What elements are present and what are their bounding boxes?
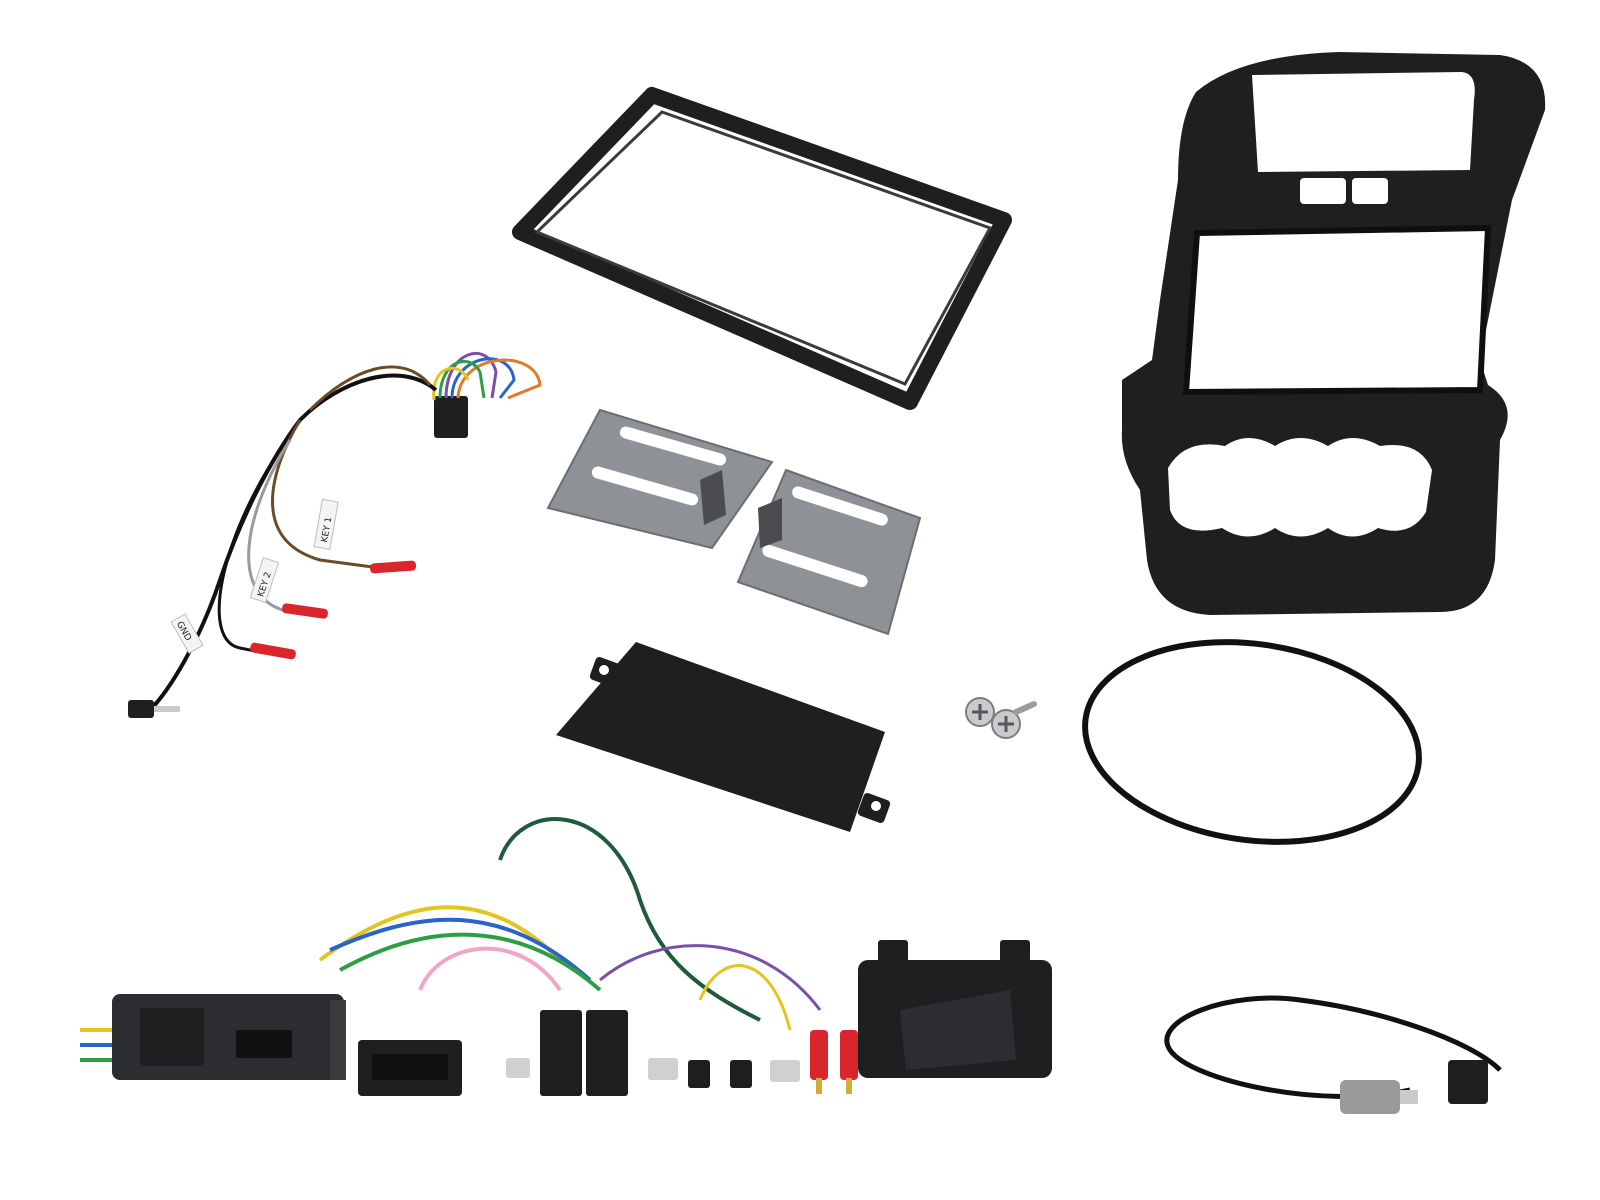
jack-plug [128, 700, 154, 718]
pocket-cover-plate [556, 642, 891, 832]
red-connector-gnd [250, 642, 296, 660]
double-din-frame [512, 87, 1012, 410]
label-key1-text: KEY 1 [320, 516, 334, 543]
label-key2: KEY 2 [249, 556, 280, 604]
steering-control-loom: KEY 1 KEY 2 GND [128, 352, 542, 718]
screws [965, 697, 1037, 739]
rca-plugs [810, 1030, 858, 1094]
red-connector-key1 [369, 560, 417, 574]
iso-connectors [540, 1010, 628, 1096]
antenna-adaptor [1164, 995, 1502, 1114]
vehicle-connector-block [358, 1040, 462, 1096]
red-connector-key2 [282, 603, 328, 619]
metal-bracket-right [736, 468, 922, 636]
amplifier-module [858, 940, 1052, 1078]
rubber-gasket-ring [1082, 639, 1422, 845]
metal-bracket-left [546, 408, 774, 550]
label-key1: KEY 1 [313, 498, 339, 550]
fascia-panel [1121, 52, 1546, 615]
small-connectors [506, 1058, 800, 1088]
patch-lead-wires [80, 817, 822, 1062]
iso-connector [434, 396, 468, 438]
steering-interface-box [112, 994, 346, 1080]
antenna-plug [1448, 1060, 1488, 1104]
